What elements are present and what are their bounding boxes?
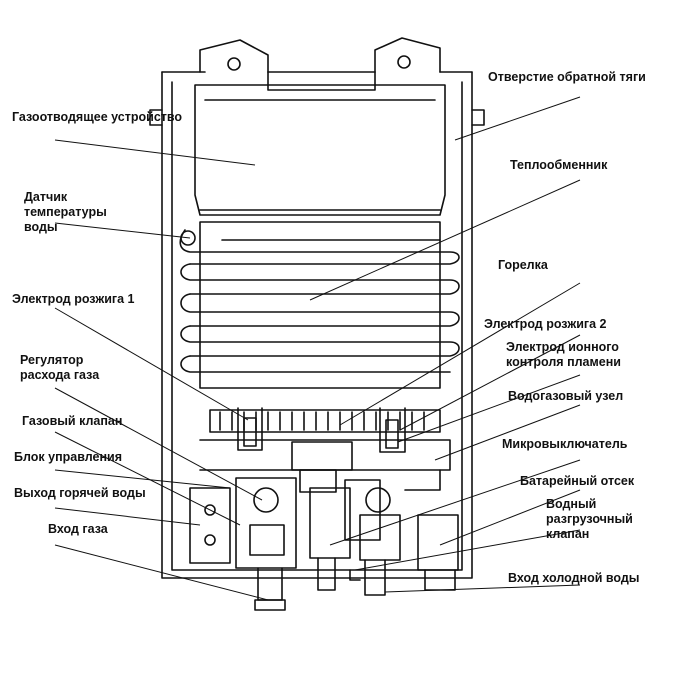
label-water-temp-sensor-line-2: температуры [24, 205, 107, 219]
leader-lines [54, 96, 581, 601]
label-drain-valve-line-1: Водный [546, 497, 597, 511]
label-gas-flow-regulator: Регулятор расхода газа [20, 353, 99, 383]
label-gas-exhaust: Газоотводящее устройство [12, 110, 183, 124]
heat-exchanger [179, 221, 460, 389]
label-drain-valve-line-3: клапан [546, 527, 590, 541]
label-backdraft-opening: Отверстие обратной тяги [488, 70, 646, 84]
label-gas-inlet: Вход газа [48, 522, 108, 536]
label-cold-water-inlet: Вход холодной воды [508, 571, 640, 585]
label-gas-flow-regulator-line-2: расхода газа [20, 368, 100, 382]
label-microswitch: Микровыключатель [502, 437, 628, 451]
label-control-unit: Блок управления [14, 450, 122, 464]
label-water-temp-sensor-line-1: Датчик [24, 190, 68, 204]
label-drain-valve-line-2: разгрузочный [546, 512, 633, 526]
label-ignition-electrode-2: Электрод розжига 2 [484, 317, 607, 331]
battery-compartment [417, 514, 459, 571]
label-ion-flame-electrode-line-2: контроля пламени [506, 355, 621, 369]
label-water-temp-sensor: Датчик температуры воды [24, 190, 107, 235]
label-water-gas-unit: Водогазовый узел [508, 389, 624, 403]
exhaust-hood [194, 71, 446, 216]
label-hot-water-outlet: Выход горячей воды [14, 486, 146, 500]
label-gas-valve: Газовый клапан [22, 414, 123, 428]
ignition-electrodes [237, 407, 406, 453]
label-ion-flame-electrode-line-1: Электрод ионного [506, 340, 619, 354]
label-battery-compartment: Батарейный отсек [520, 474, 635, 488]
cold-water-pipe [404, 469, 441, 491]
control-unit [189, 487, 231, 564]
gas-valve [235, 477, 297, 611]
label-gas-flow-regulator-line-1: Регулятор [20, 353, 84, 367]
label-heat-exchanger: Теплообменник [510, 158, 608, 172]
microswitch-block [291, 441, 353, 493]
label-ion-flame-electrode: Электрод ионного контроля пламени [506, 340, 621, 370]
water-gas-unit [309, 479, 401, 596]
label-water-temp-sensor-line-3: воды [24, 220, 58, 234]
label-ignition-electrode-1: Электрод розжига 1 [12, 292, 135, 306]
label-drain-valve: Водный разгрузочный клапан [546, 497, 633, 542]
label-burner: Горелка [498, 258, 548, 272]
water-temp-sensor [180, 230, 196, 246]
housing-outline [149, 37, 485, 579]
